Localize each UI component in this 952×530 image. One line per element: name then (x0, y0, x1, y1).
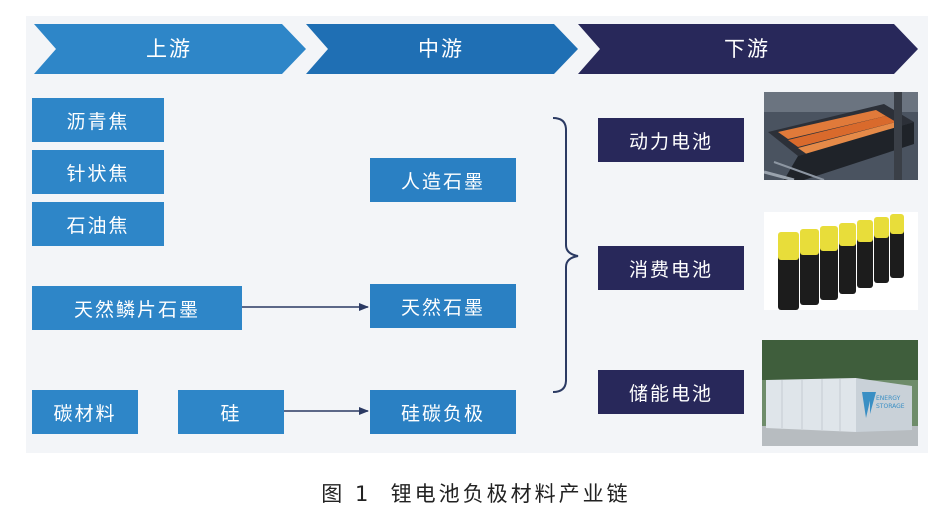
consumer-battery-photo (764, 212, 918, 310)
storage-battery-box: 储能电池 (598, 370, 744, 414)
power-battery-photo (764, 92, 918, 180)
chevron-midstream (306, 24, 578, 74)
chevron-upstream (34, 24, 306, 74)
storage-photo-text-line1: ENERGY (876, 395, 901, 402)
artificial-graphite-box: 人造石墨 (370, 158, 516, 202)
silicon-box: 硅 (178, 390, 284, 434)
consumer-battery-box: 消费电池 (598, 246, 744, 290)
storage-photo-text-line2: STORAGE (876, 403, 905, 410)
stage-label-downstream: 下游 (724, 37, 770, 61)
figure-caption: 图 1 锂电池负极材料产业链 (321, 482, 631, 506)
chevron-downstream (578, 24, 918, 74)
power-battery-box: 动力电池 (598, 118, 744, 162)
asphalt-coke-box: 沥青焦 (32, 98, 164, 142)
bracket (552, 117, 579, 393)
petroleum-coke-box: 石油焦 (32, 202, 164, 246)
natural-graphite-box: 天然石墨 (370, 284, 516, 328)
natural-flake-graphite-box: 天然鳞片石墨 (32, 286, 242, 330)
storage-battery-photo: ENERGY STORAGE (762, 340, 918, 446)
stage-label-upstream: 上游 (146, 37, 192, 61)
needle-coke-box: 针状焦 (32, 150, 164, 194)
silicon-carbon-anode-box: 硅碳负极 (370, 390, 516, 434)
stage-label-midstream: 中游 (418, 37, 464, 61)
carbon-material-box: 碳材料 (32, 390, 138, 434)
